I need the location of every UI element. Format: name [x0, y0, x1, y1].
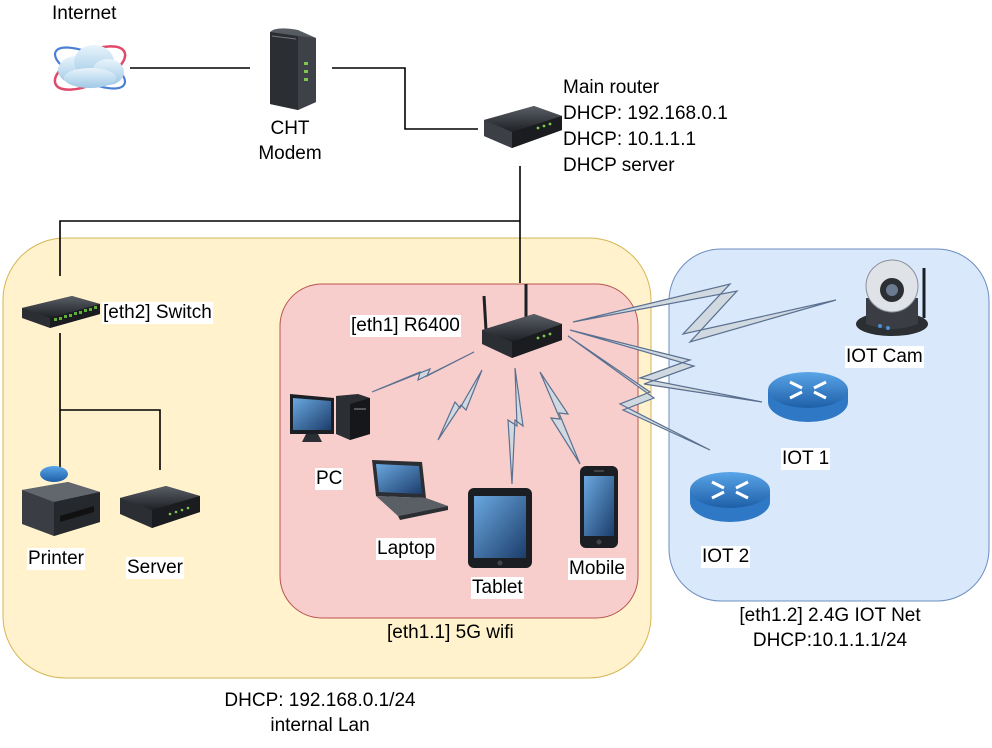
- mobile-label: Mobile: [568, 558, 626, 580]
- switch-icon: [22, 296, 100, 328]
- link-modem-router: [332, 67, 478, 130]
- wireless-tablet: [507, 367, 524, 485]
- main-router-label-line1: Main router: [563, 77, 660, 98]
- tablet-icon: [468, 488, 532, 568]
- wireless-iot-links: [567, 282, 837, 451]
- server-label: Server: [126, 557, 184, 579]
- pc-icon: [290, 394, 370, 442]
- modem-label-line1: CHT: [270, 118, 310, 139]
- iot-router-icon: [768, 372, 848, 422]
- pc-label: PC: [315, 468, 344, 490]
- wireless-pc: [371, 351, 475, 393]
- router-icon: [484, 106, 562, 148]
- main-router-label-line2: DHCP: 192.168.0.1: [563, 103, 728, 124]
- lan-label-line1: DHCP: 192.168.0.1/24: [224, 690, 416, 711]
- wireless-iot-cam: [572, 282, 837, 344]
- tablet-label: Tablet: [471, 577, 524, 599]
- internet-label: Internet: [52, 3, 117, 24]
- iot2-label: IOT 2: [701, 546, 751, 568]
- modem-label-line2: Modem: [258, 143, 322, 164]
- iot-net-label-line1: [eth1.2] 2.4G IOT Net: [739, 605, 921, 626]
- main-router-label-line3: DHCP: 10.1.1.1: [563, 129, 697, 150]
- wifi-5g-label: [eth1.1] 5G wifi: [387, 622, 514, 643]
- wired-links: [59, 67, 521, 470]
- wireless-laptop: [437, 369, 483, 441]
- lan-label-line2: internal Lan: [270, 715, 370, 736]
- ip-camera-icon: [856, 259, 928, 336]
- server-box-icon: [120, 486, 200, 528]
- printer-icon: [22, 466, 100, 536]
- wireless-mobile: [539, 371, 581, 465]
- switch-label: [eth2] Switch: [102, 302, 213, 324]
- iot-cam-label: IOT Cam: [845, 346, 924, 368]
- main-router-label-line4: DHCP server: [563, 155, 675, 176]
- router-r6400-icon: [482, 284, 562, 358]
- wireless-iot2: [567, 335, 711, 451]
- iot-router-icon: [690, 472, 770, 522]
- mobile-icon: [580, 466, 618, 548]
- link-switch-server: [60, 409, 161, 470]
- iot-net-label-line2: DHCP:10.1.1.1/24: [752, 630, 908, 651]
- r6400-label: [eth1] R6400: [350, 315, 461, 337]
- wireless-iot1: [569, 329, 763, 403]
- laptop-label: Laptop: [376, 538, 437, 560]
- laptop-icon: [372, 460, 448, 520]
- modem-icon: [270, 28, 316, 110]
- internet-cloud-icon: [53, 45, 127, 91]
- wireless-5g-links: [371, 351, 581, 485]
- wifi-5g-zone: [279, 283, 639, 619]
- printer-label: Printer: [27, 548, 85, 570]
- link-router-switch: [59, 220, 520, 276]
- iot1-label: IOT 1: [781, 448, 831, 470]
